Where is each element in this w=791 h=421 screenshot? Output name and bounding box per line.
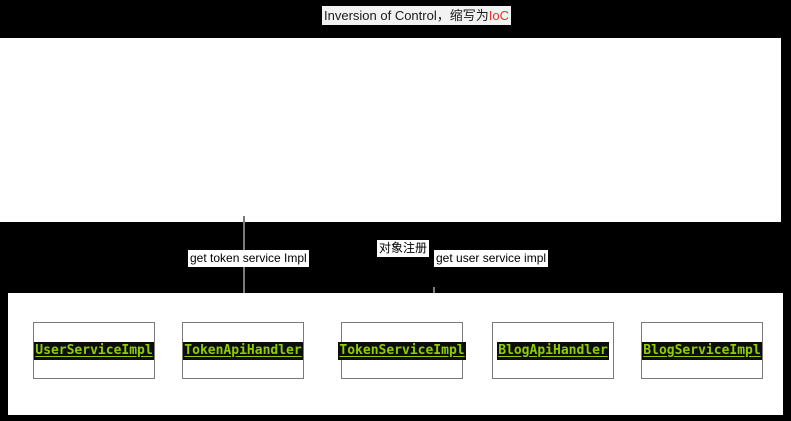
node-label: TokenServiceImpl	[338, 341, 466, 360]
node-label: UserServiceImpl	[34, 341, 154, 360]
edge-label-get-token-service-impl: get token service Impl	[188, 250, 309, 267]
node-label: BlogServiceImpl	[642, 341, 762, 360]
node-box-user-service-impl[interactable]: UserServiceImpl	[33, 322, 155, 379]
connector-line-token-api-handler	[243, 216, 245, 322]
edge-label-get-user-service-impl: get user service impl	[434, 250, 549, 267]
node-box-blog-service-impl[interactable]: BlogServiceImpl	[641, 322, 763, 379]
upper-diagram-panel	[0, 38, 781, 222]
page-title: Inversion of Control，缩写为IoC	[322, 6, 511, 25]
edge-label-object-registration: 对象注册	[377, 240, 430, 257]
node-box-token-service-impl[interactable]: TokenServiceImpl	[338, 322, 466, 379]
page-title-accent: IoC	[488, 8, 509, 23]
node-label: BlogApiHandler	[497, 341, 609, 360]
page-title-prefix: Inversion of Control，缩写为	[324, 8, 489, 23]
middle-black-band	[0, 222, 791, 293]
node-box-token-api-handler[interactable]: TokenApiHandler	[182, 322, 304, 379]
title-bar: Inversion of Control，缩写为IoC	[0, 0, 791, 30]
node-box-blog-api-handler[interactable]: BlogApiHandler	[492, 322, 614, 379]
node-label: TokenApiHandler	[183, 341, 303, 360]
